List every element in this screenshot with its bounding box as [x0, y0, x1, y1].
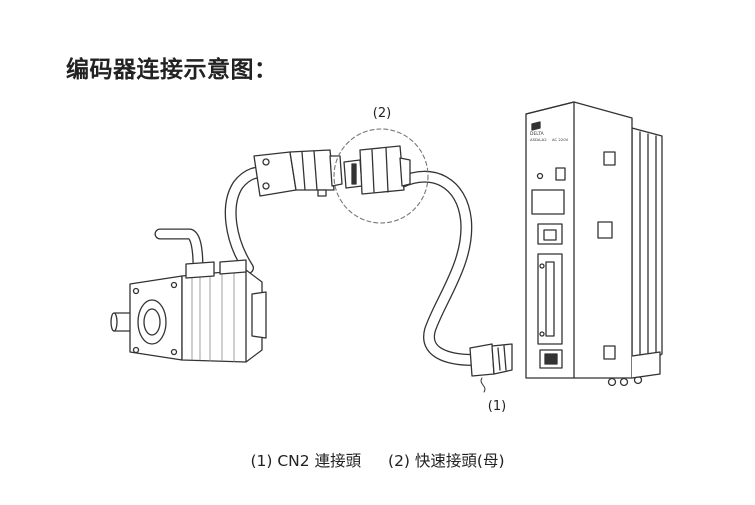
drive-rating-label: AC 220V — [552, 137, 569, 142]
callout-2-label: (2) — [373, 106, 391, 121]
callout-1-label: (1) — [488, 399, 506, 414]
servo-drive: DELTA ASDA-A2 AC 220V — [525, 101, 663, 387]
cn2-connector — [469, 343, 513, 393]
drive-brand-label: DELTA — [530, 131, 545, 137]
encoder-male-connector — [253, 149, 343, 197]
servo-motor — [110, 259, 267, 363]
page-title: 编码器连接示意图： — [66, 57, 278, 83]
diagram-caption: (1) CN2 連接頭 (2) 快速接頭(母) — [0, 449, 755, 471]
caption-item2-number: (2) — [388, 452, 410, 470]
caption-item2-text: 快速接頭(母) — [414, 452, 505, 470]
drive-model-label: ASDA-A2 — [530, 137, 547, 142]
caption-item1-text: CN2 連接頭 — [277, 452, 362, 470]
caption-item1-number: (1) — [250, 452, 273, 470]
quick-connector-female — [333, 128, 429, 224]
